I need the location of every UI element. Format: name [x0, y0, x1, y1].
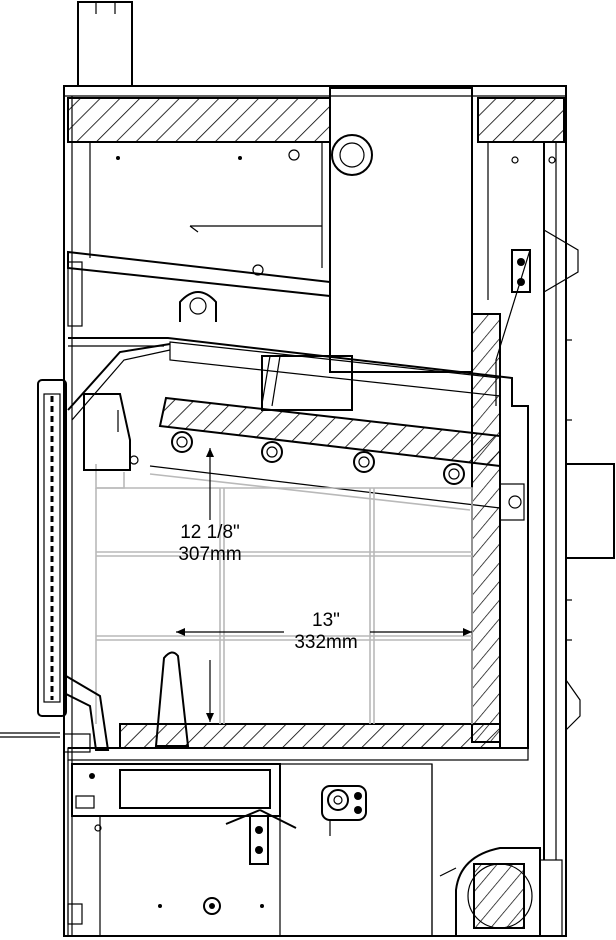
log-retainer: [154, 651, 190, 747]
height-imperial-label: 12 1/8": [180, 522, 240, 543]
blower-fan: [439, 847, 563, 937]
firebox-enclosure: [68, 337, 529, 749]
side-bracket: [499, 483, 525, 521]
flue-collar: [77, 1, 133, 87]
side-firebrick: [471, 313, 501, 743]
door-latch: [0, 675, 110, 753]
side-mount-tabs: [565, 339, 581, 731]
secondary-air-baffle: [149, 396, 501, 509]
height-dimension: 12 1/8" 307mm: [178, 448, 242, 722]
flue-channel: [329, 87, 473, 373]
width-dimension: 13" 332mm: [176, 610, 472, 653]
height-metric-label: 307mm: [178, 544, 241, 565]
glass-door: [37, 343, 171, 717]
baffle-support: [169, 341, 501, 411]
firebrick-grid: [95, 464, 473, 724]
side-control-box: [565, 463, 615, 559]
bottom-firebrick: [119, 723, 501, 749]
width-metric-label: 332mm: [294, 632, 357, 653]
top-insulation-right: [477, 97, 565, 143]
air-control-knob: [321, 785, 367, 836]
top-insulation-left: [67, 97, 331, 143]
right-side-frame: [487, 142, 579, 860]
ash-pan-lever: [225, 809, 297, 865]
lower-fixtures: [67, 824, 264, 925]
width-imperial-label: 13": [312, 610, 340, 631]
upper-internal-plates: [67, 142, 331, 327]
